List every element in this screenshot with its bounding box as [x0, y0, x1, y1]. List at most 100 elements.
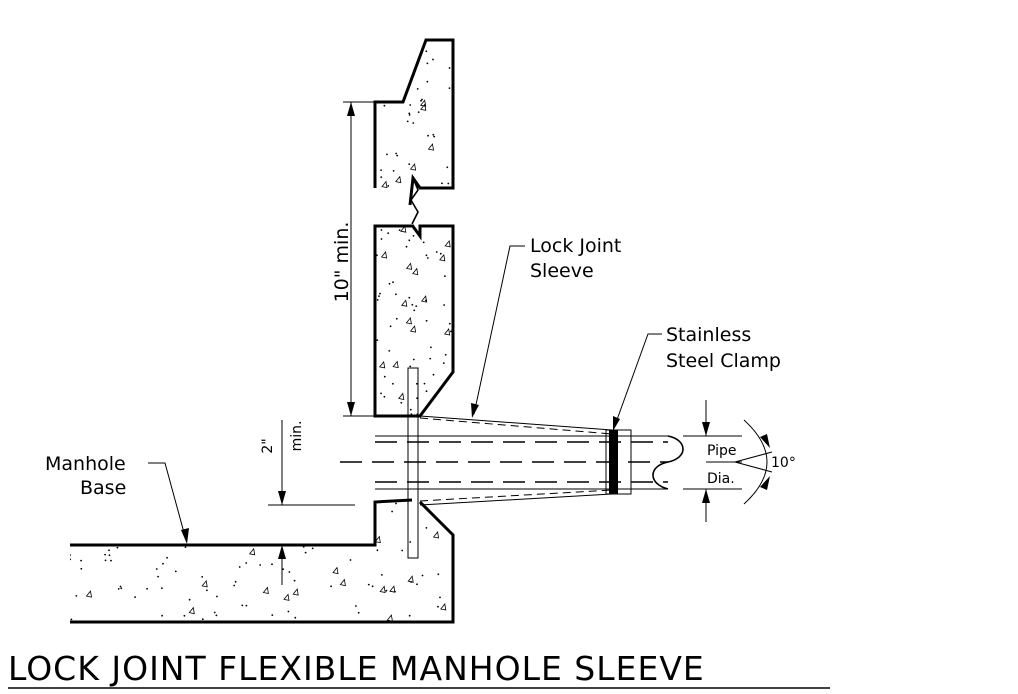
concrete-dot — [383, 395, 386, 398]
concrete-dot — [75, 595, 78, 597]
concrete-dot — [119, 585, 122, 588]
base-dim-label-min: min. — [289, 421, 305, 452]
concrete-dot — [429, 357, 432, 360]
concrete-aggregate — [391, 92, 398, 100]
concrete-dot — [70, 558, 71, 561]
concrete-dot — [376, 339, 379, 341]
concrete-dot — [409, 365, 412, 368]
concrete-dot — [74, 502, 77, 504]
concrete-dot — [416, 583, 418, 586]
concrete-dot — [442, 362, 445, 364]
concrete-dot — [233, 584, 236, 587]
concrete-dot — [303, 513, 305, 516]
concrete-dot — [247, 529, 250, 532]
concrete-aggregate — [283, 593, 290, 601]
concrete-dot — [439, 596, 441, 599]
concrete-dot — [383, 104, 386, 107]
concrete-aggregate — [381, 180, 388, 188]
sleeve-collar — [605, 429, 632, 495]
concrete-dot — [229, 526, 232, 529]
concrete-dot — [268, 528, 270, 530]
concrete-aggregate — [292, 588, 299, 596]
concrete-dot — [184, 546, 187, 548]
concrete-dot — [257, 510, 260, 513]
concrete-dot — [246, 518, 249, 520]
concrete-dot — [320, 500, 322, 502]
concrete-dot — [117, 588, 120, 590]
concrete-dot — [441, 182, 443, 185]
wall-break-line — [410, 177, 419, 225]
concrete-dot — [439, 252, 442, 255]
concrete-aggregate — [201, 579, 208, 588]
concrete-dot — [380, 229, 383, 231]
concrete-dot — [357, 611, 360, 614]
concrete-dot — [110, 559, 112, 562]
concrete-dot — [287, 525, 289, 528]
concrete-dot — [108, 554, 111, 557]
concrete-aggregate — [417, 40, 424, 46]
concrete-dot — [448, 322, 451, 325]
concrete-dot — [443, 304, 445, 306]
concrete-dot — [387, 185, 390, 187]
concrete-dot — [385, 589, 388, 592]
concrete-dot — [155, 568, 158, 570]
concrete-dot — [448, 67, 451, 69]
concrete-dot — [444, 275, 446, 278]
concrete-dot — [401, 90, 404, 93]
concrete-aggregate — [339, 578, 346, 587]
stainless-clamp-leader — [613, 333, 662, 429]
concrete-aggregate — [284, 530, 291, 538]
concrete-dot — [238, 509, 240, 512]
wall-dim-arrow-bottom — [347, 402, 355, 416]
concrete-dot — [408, 239, 411, 242]
manhole-base-label-line2: Base — [80, 477, 126, 499]
concrete-dot — [384, 72, 387, 74]
concrete-dot — [392, 382, 394, 385]
concrete-dot — [427, 134, 429, 137]
concrete-dot — [359, 507, 361, 509]
concrete-dot — [157, 575, 160, 578]
lock-joint-sleeve-label-line1: Lock Joint — [530, 235, 621, 257]
concrete-dot — [201, 527, 204, 530]
sleeve-taper-bottom — [419, 493, 613, 506]
concrete-dot — [437, 605, 439, 608]
concrete-dot — [271, 563, 273, 566]
manhole-wall-upper-outline — [373, 38, 455, 206]
concrete-dot — [408, 73, 411, 76]
pipe-dia-label-pipe: Pipe — [707, 443, 737, 459]
concrete-dot — [74, 529, 76, 531]
concrete-aggregate — [248, 547, 256, 556]
concrete-dot — [294, 616, 297, 619]
concrete-dot — [409, 408, 412, 411]
concrete-dot — [388, 350, 391, 352]
concrete-dot — [415, 305, 418, 307]
concrete-dot — [201, 618, 204, 621]
concrete-dot — [411, 303, 414, 306]
concrete-dot — [76, 536, 79, 539]
concrete-aggregate — [217, 524, 225, 533]
manhole-wall-lower-outline — [373, 224, 455, 418]
concrete-dot — [245, 500, 247, 502]
base-dim-label-value: 2" — [260, 438, 276, 453]
concrete-aggregate — [392, 360, 399, 369]
concrete-dot — [216, 595, 218, 598]
concrete-dot — [282, 568, 284, 571]
concrete-aggregate — [440, 603, 447, 611]
concrete-aggregate — [360, 519, 367, 528]
concrete-dot — [433, 135, 436, 138]
concrete-dot — [100, 516, 103, 519]
angle-arc-arrow-bottom — [760, 476, 770, 490]
concrete-dot — [409, 52, 411, 55]
sleeve-taper-top-inner — [419, 417, 613, 435]
concrete-dot — [412, 122, 415, 124]
concrete-aggregate — [412, 267, 419, 276]
concrete-dot — [108, 549, 110, 552]
sleeve-flange — [407, 367, 419, 559]
concrete-dot — [112, 539, 115, 541]
concrete-aggregate — [439, 253, 446, 262]
concrete-aggregate — [420, 103, 427, 111]
concrete-dot — [383, 375, 386, 378]
pipe-dia-arrow-top — [702, 422, 710, 436]
stainless-clamp-leader-arrow — [613, 416, 620, 431]
concrete-dot — [183, 614, 186, 617]
